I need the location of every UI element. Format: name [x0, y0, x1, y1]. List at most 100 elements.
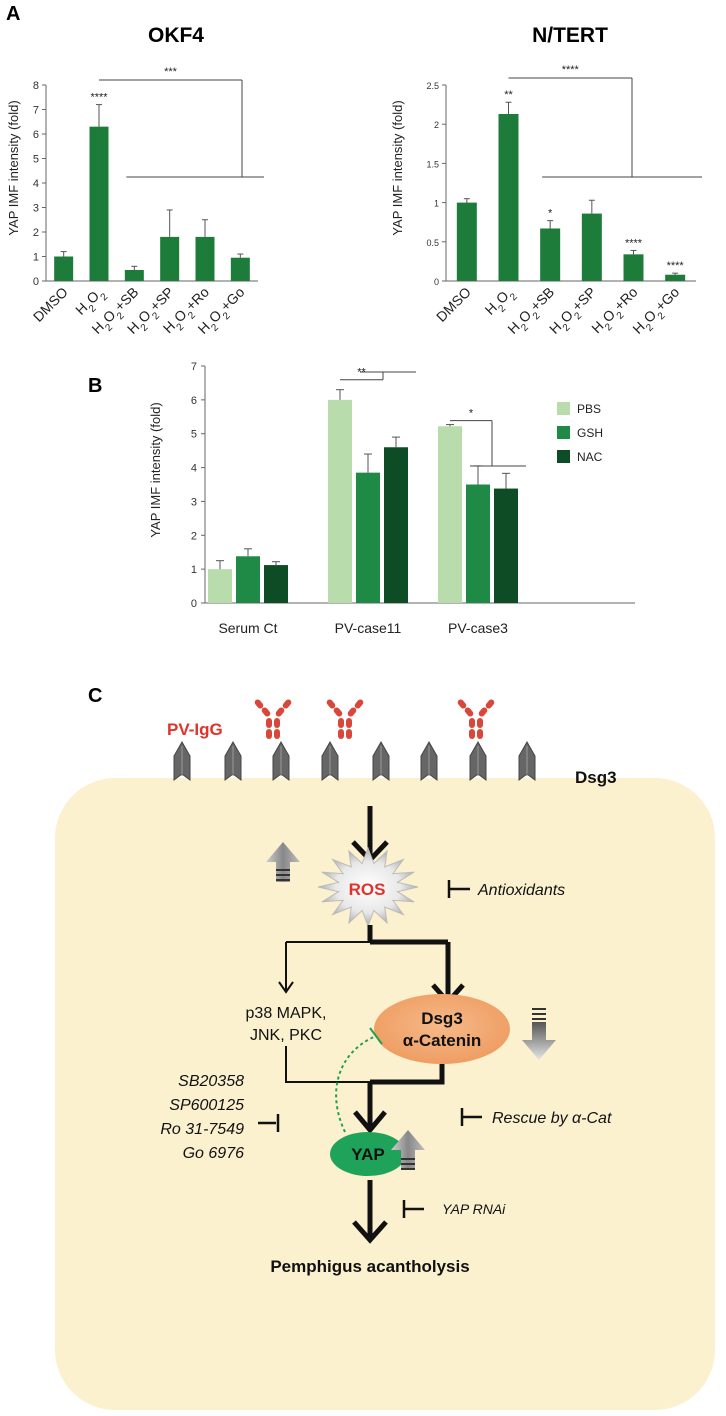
antibody-domain [477, 729, 483, 739]
kinases-line-1: p38 MAPK, [246, 1005, 327, 1022]
chart-title: OKF4 [148, 24, 204, 47]
antibody-domain [346, 718, 352, 728]
inhibitor-3: Ro 31-7549 [160, 1121, 244, 1138]
yap-node [330, 1132, 406, 1176]
y-tick-label: 2 [434, 120, 439, 130]
bar [384, 447, 408, 603]
antibody-domain [478, 707, 488, 717]
bracket-label: ** [357, 367, 366, 379]
bar [264, 565, 288, 603]
complex-line-2: α-Catenin [403, 1031, 481, 1050]
category-label: DMSO [30, 284, 71, 325]
y-tick-label: 3 [33, 203, 39, 215]
y-tick-label: 1.5 [426, 159, 439, 169]
dsg3-label: Dsg3 [575, 768, 617, 787]
y-tick-label: 7 [33, 105, 39, 117]
category-label: DMSO [433, 284, 474, 325]
bracket-label: * [469, 408, 474, 420]
complex-decrease-icon [522, 1008, 556, 1060]
antibody-domain [338, 718, 344, 728]
dsg3-catenin-complex [374, 994, 510, 1064]
y-tick-label: 0.5 [426, 238, 439, 248]
category-label: PV-case3 [448, 620, 508, 636]
significance-label: **** [625, 237, 643, 249]
bar [54, 256, 74, 281]
kinases-line-2: JNK, PKC [250, 1027, 322, 1044]
cell-body [55, 778, 715, 1410]
y-tick-label: 8 [33, 80, 39, 92]
inhibitor-2: SP600125 [169, 1097, 244, 1114]
antibody-domain [282, 699, 292, 709]
category-label: Serum Ct [218, 620, 277, 636]
y-tick-label: 6 [33, 129, 39, 141]
y-tick-label: 1 [191, 564, 197, 576]
antibody [326, 699, 364, 739]
bar [356, 472, 380, 603]
legend-swatch [557, 450, 570, 463]
antibody-domain [485, 699, 495, 709]
antibody-domain [326, 699, 336, 709]
to-yap-head [353, 1110, 387, 1134]
antibody-domain [338, 729, 344, 739]
kinase-to-yap [285, 1046, 370, 1083]
bar [665, 274, 686, 281]
antibody-domain [266, 718, 272, 728]
bar [540, 228, 561, 281]
to-outcome-head [352, 1220, 388, 1244]
bar [438, 426, 462, 603]
pathway-diagram: PV-IgG Dsg3 [55, 699, 715, 1410]
antibody-domain [346, 729, 352, 739]
antibody-domain [261, 707, 271, 717]
y-tick-label: 2 [191, 530, 197, 542]
y-tick-label: 7 [191, 361, 197, 373]
chart-title: N/TERT [532, 24, 608, 47]
antibody-domain [469, 718, 475, 728]
rescue-label: Rescue by α-Cat [492, 1110, 612, 1127]
y-tick-label: 6 [191, 395, 197, 407]
category-label: H2O2 [482, 283, 520, 321]
bar [494, 488, 518, 603]
legend-swatch [557, 402, 570, 415]
y-axis-label: YAP IMF intensity (fold) [390, 100, 405, 235]
antibody-domain [457, 699, 467, 709]
complex-line-1: Dsg3 [421, 1009, 463, 1028]
panel-letter-c: C [88, 685, 102, 707]
legend-swatch [557, 426, 570, 439]
antibody [254, 699, 292, 739]
yap-label: YAP [351, 1145, 384, 1164]
legend-label: PBS [577, 402, 601, 416]
inhibitor-1: SB20358 [178, 1073, 244, 1090]
panel-letter-a: A [6, 3, 20, 25]
dsg3-receptors [173, 740, 536, 781]
panel-letter-b: B [88, 375, 102, 397]
legend-label: GSH [577, 426, 603, 440]
bar [328, 399, 352, 603]
y-tick-label: 4 [33, 178, 39, 190]
y-tick-label: 4 [191, 463, 197, 475]
y-tick-label: 0 [434, 277, 439, 287]
y-tick-label: 2.5 [426, 81, 439, 91]
ros-increase-icon [266, 842, 300, 882]
antibody-domain [469, 729, 475, 739]
pv-igg-antibodies [254, 699, 495, 739]
antibody-domain [275, 707, 285, 717]
bar [498, 114, 519, 282]
bracket-label: *** [164, 66, 178, 78]
y-tick-label: 0 [33, 276, 39, 288]
antibody-domain [354, 699, 364, 709]
bar [581, 213, 602, 281]
y-tick-label: 5 [191, 429, 197, 441]
yap-feedback-path [335, 1035, 377, 1133]
antibody-domain [254, 699, 264, 709]
chart-ntert: N/TERT YAP IMF intensity (fold) 00.511.5… [390, 24, 702, 341]
category-label: H2O2+Go [629, 284, 686, 341]
significance-label: * [548, 208, 553, 220]
bar [124, 269, 144, 281]
antioxidants-label: Antioxidants [477, 882, 565, 899]
bar [89, 126, 109, 282]
antibody-domain [266, 729, 272, 739]
y-axis-label: YAP IMF intensity (fold) [6, 100, 21, 235]
bar [195, 236, 215, 281]
